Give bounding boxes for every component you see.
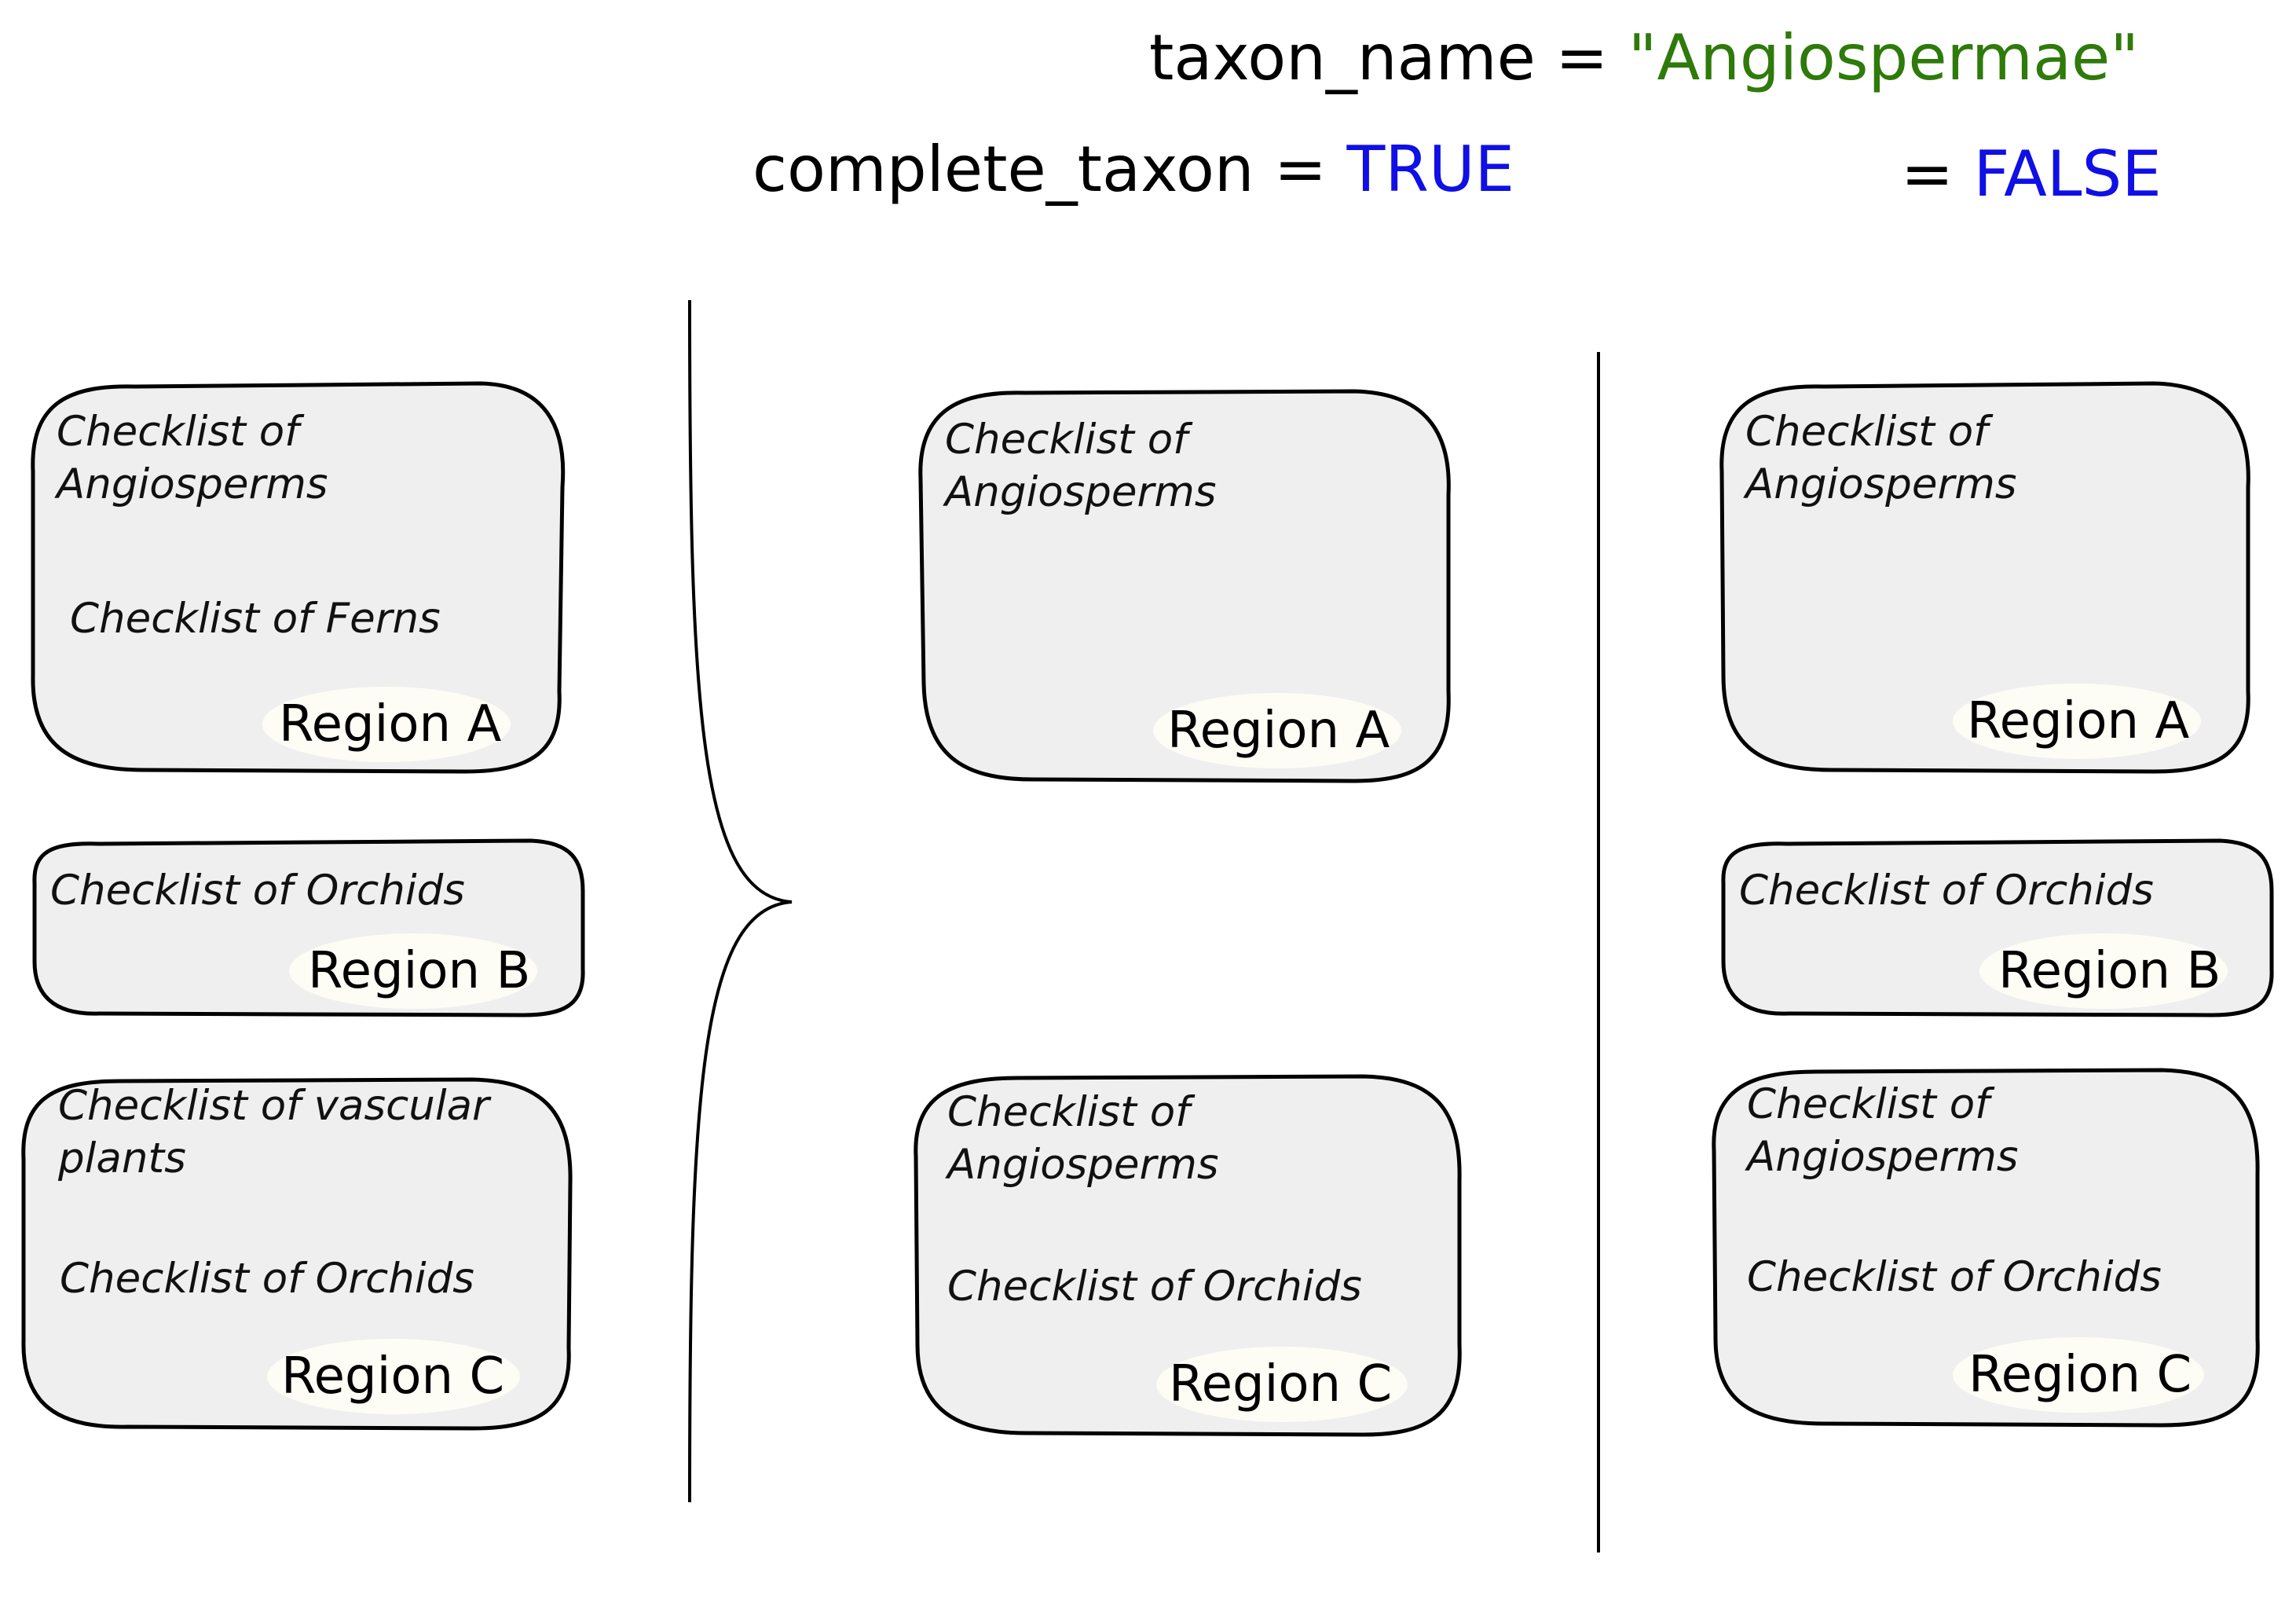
region-label: Region B: [1998, 942, 2221, 1000]
region-label-bg: [1979, 933, 2228, 1009]
region-label: Region A: [1167, 702, 1390, 760]
region-label-bg: [1153, 693, 1401, 768]
region-label-bg: [1953, 1337, 2204, 1413]
region-label: Region C: [281, 1347, 505, 1406]
region-label: Region C: [1968, 1346, 2192, 1404]
region-label: Region B: [308, 942, 531, 1000]
checklist-label: Checklist of Orchids: [60, 1255, 474, 1303]
checklist-label: Checklist of Angiosperms: [947, 1088, 1219, 1189]
region-label: Region A: [1967, 692, 2190, 750]
region-c-box: [914, 1074, 1462, 1437]
true-value: TRUE: [1346, 133, 1515, 206]
region-label-bg: [1953, 684, 2201, 759]
complete-taxon-label: complete_taxon =: [753, 133, 1347, 206]
curly-brace: [688, 299, 793, 1503]
region-label-bg: [262, 687, 511, 762]
checklist-label: Checklist of Angiosperms: [945, 416, 1217, 516]
checklist-label: Checklist of Orchids: [50, 867, 465, 915]
region-a-box: [1719, 381, 2250, 774]
taxon-name-label: taxon_name =: [1149, 21, 1628, 94]
checklist-label: Checklist of Orchids: [947, 1263, 1362, 1311]
region-label: Region C: [1169, 1355, 1393, 1413]
taxon-name-line: taxon_name = "Angiospermae": [1149, 27, 2139, 90]
region-c-box: [1712, 1068, 2260, 1428]
checklist-label: Checklist of Orchids: [1747, 1253, 2162, 1301]
checklist-label: Checklist of Angiosperms: [57, 408, 328, 508]
region-label-bg: [267, 1339, 520, 1414]
region-a-box: [918, 389, 1451, 783]
region-a-box: [31, 381, 566, 774]
checklist-label: Checklist of vascular plants: [58, 1082, 489, 1182]
false-line: = FALSE: [1901, 143, 2162, 206]
region-label: Region A: [279, 695, 502, 753]
region-label-bg: [1156, 1347, 1408, 1422]
false-equals: =: [1901, 137, 1974, 211]
checklist-label: Checklist of Ferns: [70, 595, 441, 643]
complete-taxon-line: complete_taxon = TRUE: [753, 138, 1514, 201]
taxon-name-value: "Angiospermae": [1628, 21, 2139, 94]
checklist-label: Checklist of Angiosperms: [1745, 408, 2017, 508]
checklist-label: Checklist of Angiosperms: [1747, 1080, 2019, 1181]
false-value: FALSE: [1973, 137, 2162, 211]
checklist-label: Checklist of Orchids: [1739, 867, 2154, 915]
region-label-bg: [289, 933, 537, 1009]
